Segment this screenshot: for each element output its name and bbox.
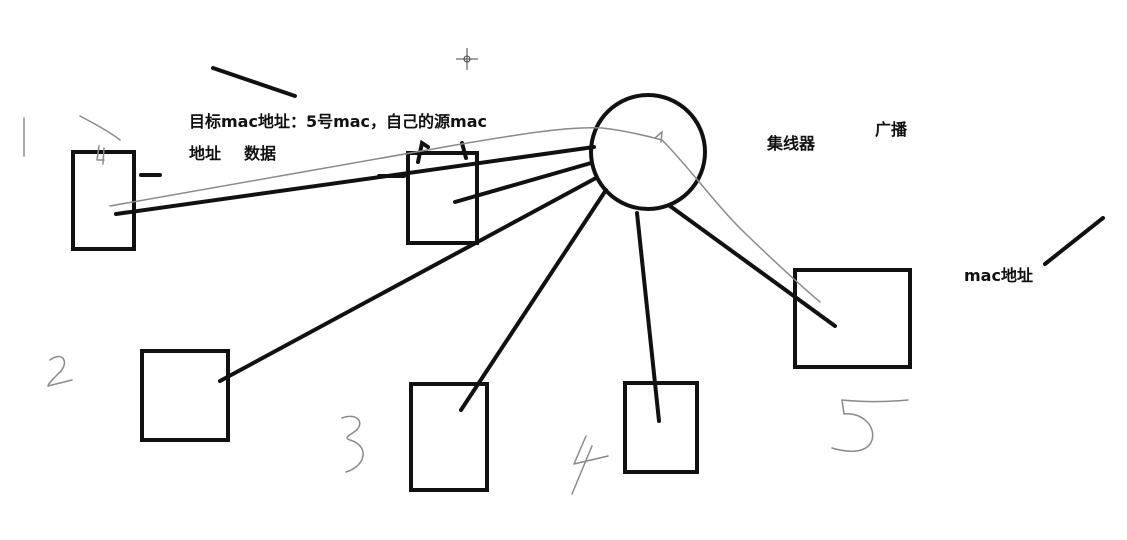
host-box-1 [71, 150, 136, 251]
annotation-line-1: 目标mac地址：5号mac，自己的源mac [189, 112, 487, 131]
annotation-line-2-data: 数据 [244, 144, 277, 163]
link-host-2 [218, 176, 598, 383]
host-box-3 [409, 382, 489, 492]
pencil-mark-inside-box-1 [96, 145, 105, 165]
link-host-3 [459, 188, 608, 412]
mac-address-label: mac地址 [964, 266, 1033, 285]
broadcast-label: 广播 [875, 120, 908, 139]
host-box-2 [140, 349, 230, 442]
host-box-top-middle [406, 151, 479, 245]
hub-circle [589, 93, 707, 211]
stray-stroke-top [211, 66, 297, 98]
broadcast-path [109, 126, 821, 303]
pencil-mark-top-left [79, 115, 121, 141]
handwritten-number-5 [831, 399, 909, 453]
stray-stroke-right [1043, 216, 1105, 266]
link-host-top-middle [453, 161, 593, 204]
host-box-4 [623, 381, 699, 474]
handwritten-number-4 [571, 435, 609, 495]
host-box-5 [793, 268, 912, 369]
link-host-4 [635, 211, 661, 423]
broadcast-path-hook [654, 130, 663, 143]
link-host-5 [668, 204, 837, 328]
tick-mark-right [460, 141, 468, 160]
tick-mark-left [416, 139, 430, 164]
crosshair-cursor-icon [456, 48, 478, 70]
annotation-line-2-address: 地址 [189, 144, 222, 163]
handwritten-number-2 [47, 355, 73, 387]
hub-label: 集线器 [767, 134, 816, 153]
link-host-1 [114, 145, 596, 216]
handwritten-number-3 [341, 415, 364, 473]
